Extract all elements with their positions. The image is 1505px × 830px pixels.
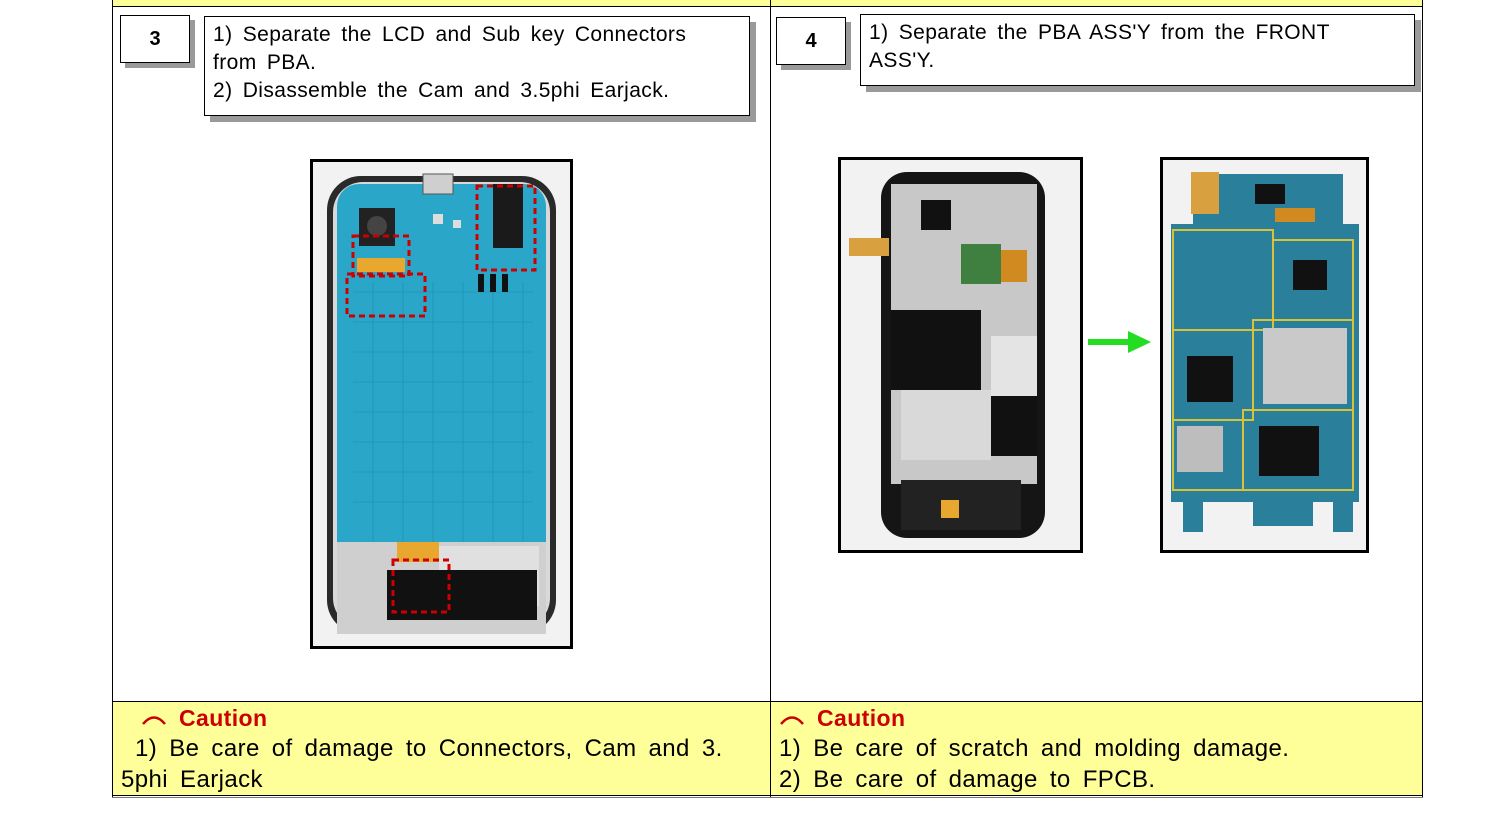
instruction-line: 1) Separate the PBA ASS'Y from the FRONT [869,21,1330,44]
step-instructions: 1) Separate the LCD and Sub key Connecto… [204,16,750,116]
step-instructions: 1) Separate the PBA ASS'Y from the FRONT… [860,14,1415,86]
caution-arc-icon [142,715,166,725]
frame-bottom-shadow [112,797,1423,798]
frame-right [1422,0,1423,797]
photo-pba-assy [1160,157,1369,553]
frame-bottom [112,795,1423,796]
photo-front-assy [838,157,1083,553]
caution-line: 2) Be care of damage to FPCB. [779,766,1156,793]
step-number-text: 4 [805,29,817,52]
photo-pba-back [310,159,573,649]
header-strip [113,0,1422,7]
step-number-text: 3 [149,27,161,50]
caution-title: Caution [817,705,906,731]
caution-panel: Caution 1) Be care of damage to Connecto… [113,702,771,795]
instruction-line: from PBA. [213,51,317,74]
caution-line: 5phi Earjack [121,766,263,793]
caution-line: 1) Be care of damage to Connectors, Cam … [135,735,723,762]
frame-left [112,0,113,797]
caution-separator [112,701,1423,702]
caution-header: Caution [779,705,905,732]
instruction-line: 1) Separate the LCD and Sub key Connecto… [213,23,687,46]
frame-divider [770,0,771,797]
caution-panel: Caution 1) Be care of scratch and moldin… [771,702,1422,795]
caution-line: 1) Be care of scratch and molding damage… [779,735,1290,762]
step-number: 3 [120,15,190,63]
instruction-line: 2) Disassemble the Cam and 3.5phi Earjac… [213,79,670,102]
caution-header: Caution [141,705,267,732]
caution-arc-icon [780,715,804,725]
caution-title: Caution [179,705,268,731]
step-number: 4 [776,17,846,65]
arrow-right-icon [1088,331,1151,353]
instruction-line: ASS'Y. [869,49,935,72]
